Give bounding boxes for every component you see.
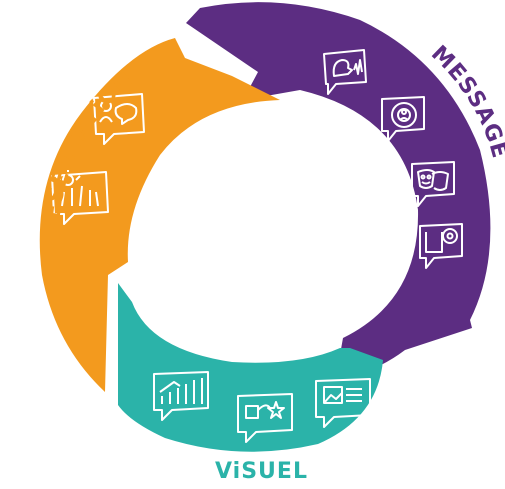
speaker-audio-wave-icon [323, 49, 367, 95]
visuel-segment [118, 283, 383, 452]
bar-chart-growth-icon [153, 371, 209, 421]
shapes-star-icon [237, 393, 293, 443]
audience-raised-hands-icon [51, 170, 109, 225]
target-person-icon [381, 96, 425, 142]
presentation-segment [39, 38, 280, 392]
visuel-label: ViSUEL [215, 459, 308, 484]
image-document-icon [315, 378, 371, 428]
speech-bubbles-people-icon [93, 93, 145, 145]
theater-masks-icon [411, 161, 455, 207]
gear-document-icon [419, 223, 463, 269]
